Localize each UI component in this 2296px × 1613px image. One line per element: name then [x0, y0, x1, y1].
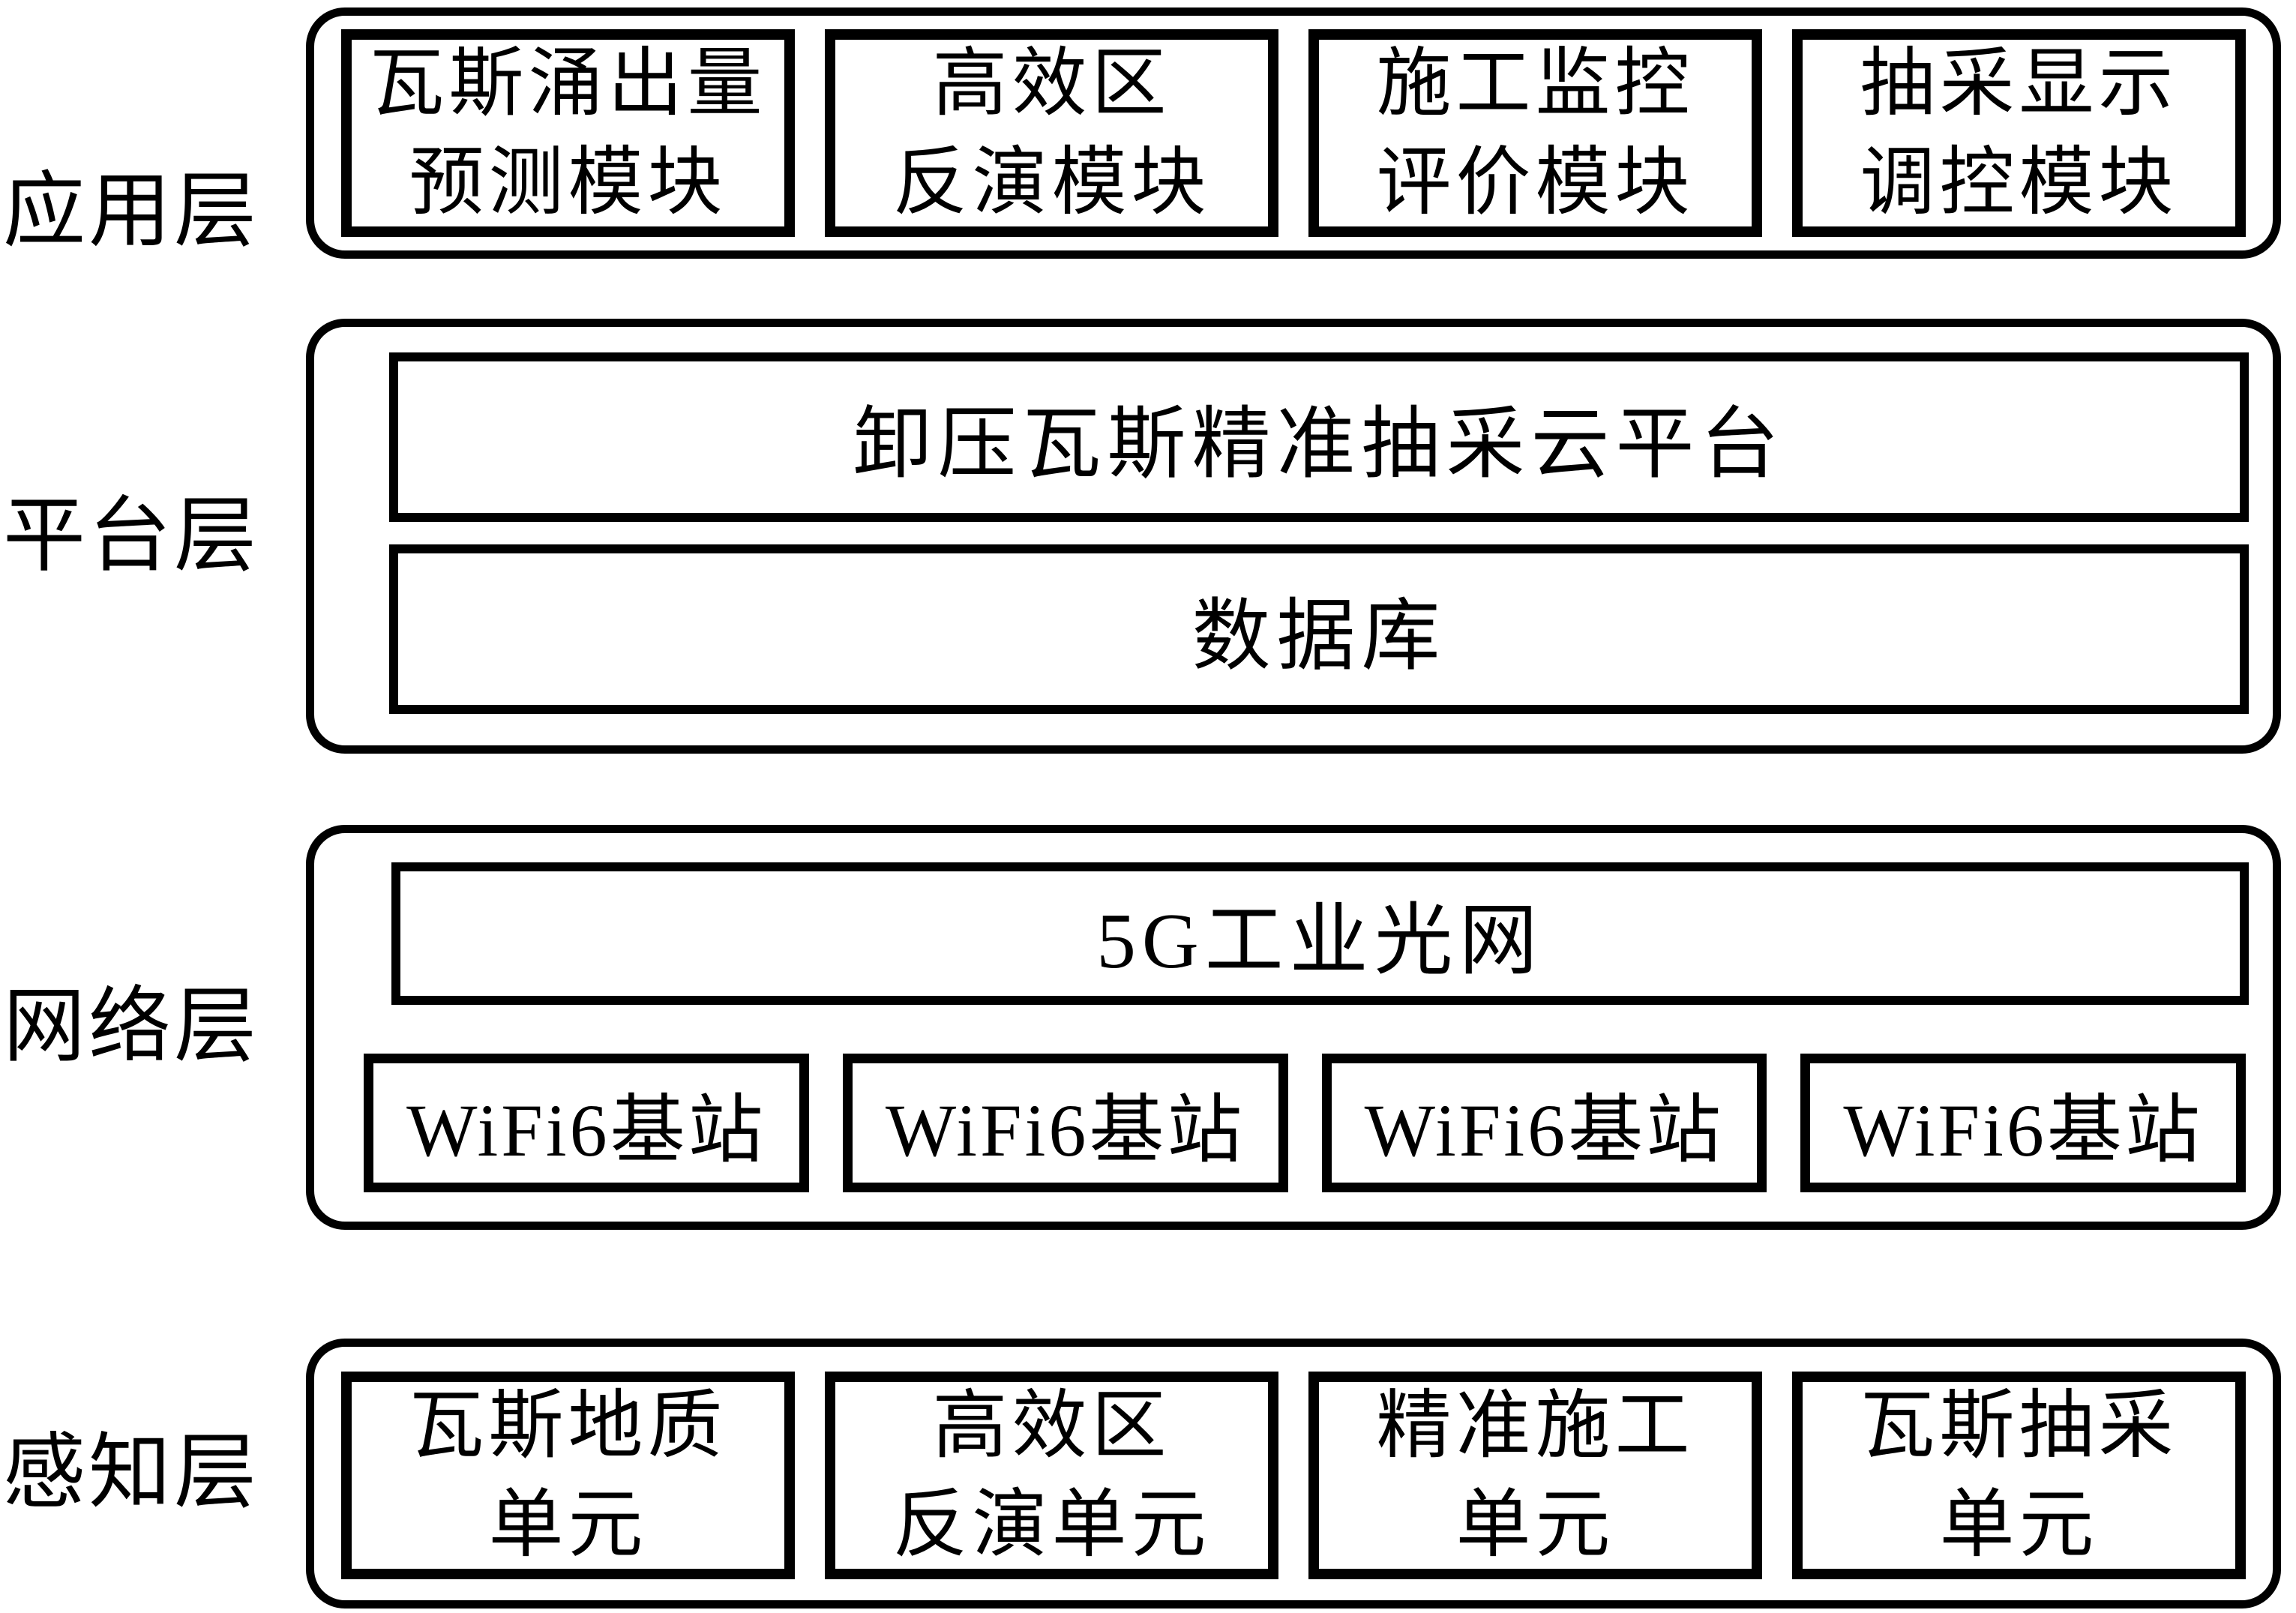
layer-label-network: 网络层	[3, 981, 259, 1072]
wifi6-base-station-box: WiFi6基站	[1800, 1054, 2246, 1192]
layer-label-application: 应用层	[3, 166, 259, 257]
layer-label-perception: 感知层	[3, 1427, 259, 1519]
module-box-line: 预测模块	[409, 140, 727, 224]
module-box-line: 抽采显示	[1860, 41, 2178, 125]
unit-box-line: 单元	[1455, 1483, 1615, 1567]
wifi-station-row: WiFi6基站 WiFi6基站 WiFi6基站 WiFi6基站	[364, 1054, 2246, 1192]
wifi6-base-station-box: WiFi6基站	[842, 1054, 1288, 1192]
application-module-row: 瓦斯涌出量 预测模块 高效区 反演模块 施工监控 评价模块 抽采显示 调控模块	[314, 16, 2273, 250]
module-box-gas-emission-prediction: 瓦斯涌出量 预测模块	[341, 29, 795, 237]
unit-box-line: 单元	[488, 1483, 648, 1567]
module-box-line: 瓦斯涌出量	[369, 41, 767, 125]
unit-box-precise-construction: 精准施工 单元	[1308, 1372, 1762, 1579]
unit-box-line: 反演单元	[892, 1483, 1211, 1567]
module-box-line: 反演模块	[892, 140, 1211, 224]
module-box-line: 高效区	[932, 41, 1171, 125]
wifi6-base-station-text: WiFi6基站	[406, 1089, 766, 1172]
wifi6-base-station-box: WiFi6基站	[364, 1054, 809, 1192]
wifi6-base-station-text: WiFi6基站	[885, 1089, 1245, 1172]
module-box-high-efficiency-inversion: 高效区 反演模块	[825, 29, 1278, 237]
5g-network-text: 5G工业光网	[1096, 897, 1544, 985]
module-box-extraction-display-control: 抽采显示 调控模块	[1792, 29, 2246, 237]
platform-stack: 卸压瓦斯精准抽采云平台 数据库	[314, 327, 2273, 745]
platform-layer-container: 卸压瓦斯精准抽采云平台 数据库	[306, 319, 2281, 754]
unit-box-line: 瓦斯地质	[409, 1384, 727, 1468]
perception-layer-container: 瓦斯地质 单元 高效区 反演单元 精准施工 单元 瓦斯抽采 单元	[306, 1339, 2281, 1609]
module-box-line: 调控模块	[1860, 140, 2178, 224]
wifi6-base-station-box: WiFi6基站	[1321, 1054, 1767, 1192]
network-layer-container: 5G工业光网 WiFi6基站 WiFi6基站 WiFi6基站 WiFi6基站	[306, 825, 2281, 1230]
layer-label-platform: 平台层	[3, 490, 259, 582]
unit-box-line: 高效区	[932, 1384, 1171, 1468]
application-layer-container: 瓦斯涌出量 预测模块 高效区 反演模块 施工监控 评价模块 抽采显示 调控模块	[306, 7, 2281, 259]
module-box-construction-monitoring-evaluation: 施工监控 评价模块	[1308, 29, 1762, 237]
cloud-platform-text: 卸压瓦斯精准抽采云平台	[853, 400, 1785, 488]
unit-box-gas-extraction: 瓦斯抽采 单元	[1792, 1372, 2246, 1579]
unit-box-line: 精准施工	[1376, 1384, 1695, 1468]
5g-industrial-optical-network-box: 5G工业光网	[391, 862, 2249, 1005]
unit-box-line: 单元	[1939, 1483, 2099, 1567]
module-box-line: 评价模块	[1376, 140, 1695, 224]
database-box: 数据库	[389, 544, 2249, 714]
perception-unit-row: 瓦斯地质 单元 高效区 反演单元 精准施工 单元 瓦斯抽采 单元	[314, 1347, 2273, 1600]
cloud-platform-box: 卸压瓦斯精准抽采云平台	[389, 352, 2249, 522]
module-box-line: 施工监控	[1376, 41, 1695, 125]
wifi6-base-station-text: WiFi6基站	[1843, 1089, 2203, 1172]
database-text: 数据库	[1191, 592, 1446, 680]
unit-box-high-efficiency-inversion: 高效区 反演单元	[825, 1372, 1278, 1579]
unit-box-gas-geology: 瓦斯地质 单元	[341, 1372, 795, 1579]
unit-box-line: 瓦斯抽采	[1860, 1384, 2178, 1468]
wifi6-base-station-text: WiFi6基站	[1364, 1089, 1725, 1172]
